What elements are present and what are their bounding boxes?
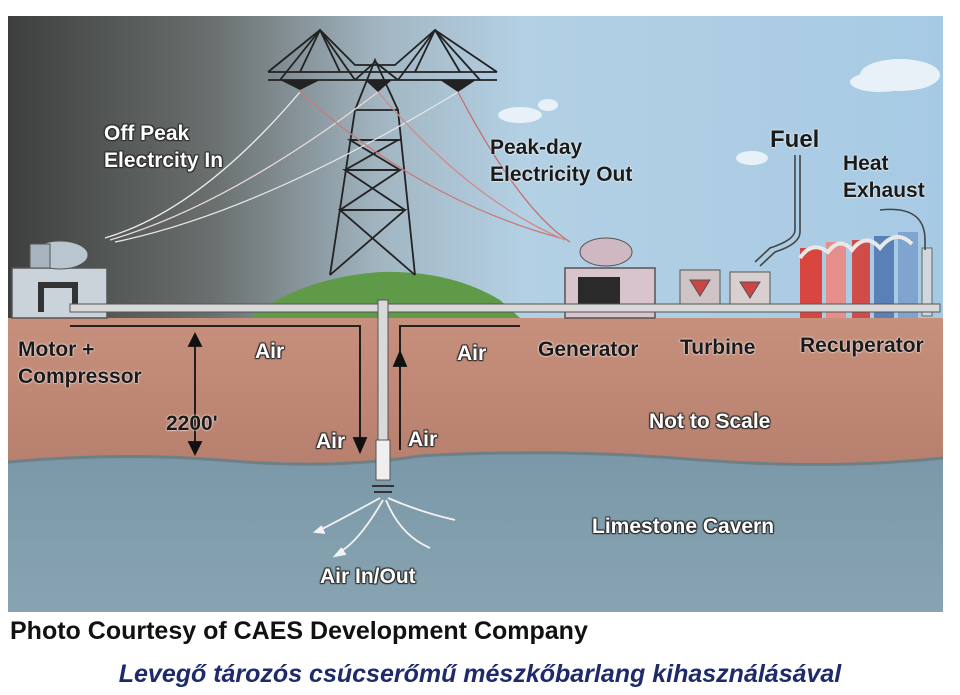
photo-credit: Photo Courtesy of CAES Development Compa…	[10, 617, 588, 645]
fuel-line	[754, 155, 926, 267]
recuperator	[798, 232, 933, 318]
label-air-3: Air	[316, 430, 346, 453]
label-peak-day: Peak-day Electricity Out	[490, 134, 632, 188]
label-motor-line2: Compressor	[18, 365, 142, 388]
air-pipe	[69, 299, 941, 493]
label-peak-day-line1: Peak-day	[490, 136, 583, 159]
caption: Levegő tározós csúcserőmű mészkőbarlang …	[118, 660, 842, 688]
label-heat-line1: Heat	[843, 152, 889, 175]
label-air-1: Air	[255, 340, 285, 363]
air-swirl-arrows	[312, 497, 456, 558]
label-heat-exhaust: Heat Exhaust	[843, 150, 925, 204]
insulators	[280, 80, 476, 92]
label-air-2: Air	[457, 342, 487, 365]
label-air-in-out: Air In/Out	[320, 565, 416, 588]
power-lines	[104, 91, 571, 243]
label-not-to-scale: Not to Scale	[649, 410, 771, 433]
label-peak-day-line2: Electricity Out	[490, 163, 633, 186]
sky	[8, 16, 943, 321]
label-off-peak-line2: Electrcity In	[104, 149, 224, 172]
label-turbine: Turbine	[680, 336, 756, 359]
label-heat-line2: Exhaust	[843, 179, 925, 202]
label-generator: Generator	[538, 338, 639, 361]
label-air-4: Air	[408, 428, 438, 451]
label-limestone-cavern: Limestone Cavern	[592, 515, 775, 538]
label-motor-line1: Motor +	[18, 338, 95, 361]
label-off-peak-line1: Off Peak	[104, 122, 190, 145]
earth-layer	[8, 318, 943, 468]
clouds	[498, 59, 940, 165]
label-off-peak: Off Peak Electrcity In	[104, 120, 223, 174]
flow-arrows	[70, 325, 520, 457]
label-fuel: Fuel	[770, 126, 820, 153]
limestone-cavern	[8, 452, 943, 612]
label-motor-compressor: Motor + Compressor	[18, 336, 142, 390]
label-recuperator: Recuperator	[800, 334, 924, 357]
label-depth: 2200'	[166, 412, 218, 435]
